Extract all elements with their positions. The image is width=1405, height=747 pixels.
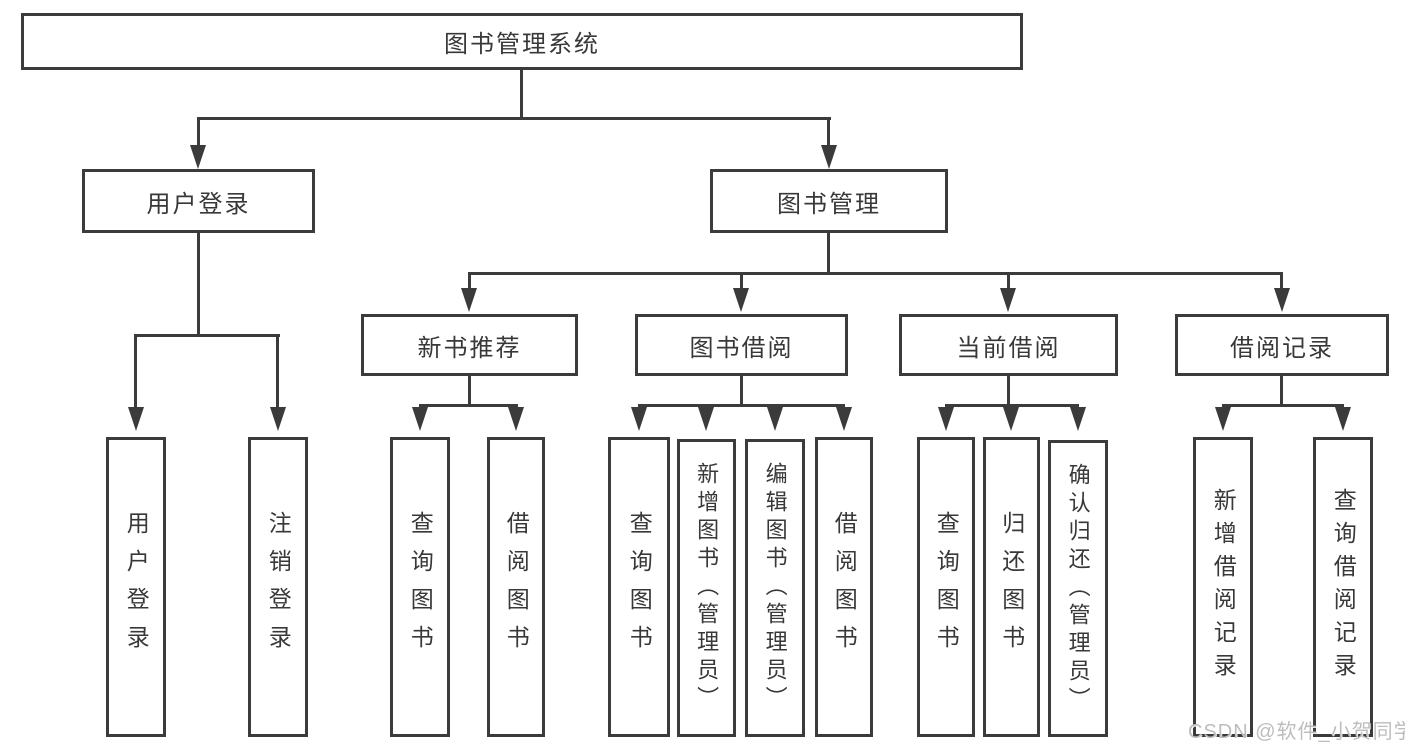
leaf-nb-borrow-books: 借阅图书 — [487, 437, 545, 737]
leaf-label: 查询图书 — [626, 511, 653, 663]
arrowhead-down-icon — [461, 288, 477, 312]
connector-borrowing-stem — [740, 376, 743, 406]
connector-userlogin-branch — [134, 334, 280, 337]
connector-bookmgmt-drop-1 — [468, 275, 471, 289]
leaf-nb-query-books: 查询图书 — [390, 437, 450, 737]
connector-current-branch — [945, 404, 1079, 407]
arrowhead-down-icon — [1000, 288, 1016, 312]
arrowhead-down-icon — [1274, 288, 1290, 312]
csdn-watermark: CSDN @软件_小贺同学 — [1188, 721, 1405, 743]
leaf-label: 查询图书 — [407, 511, 434, 663]
leaf-label: 用户登录 — [123, 511, 150, 663]
node-current-borrowing: 当前借阅 — [899, 314, 1118, 376]
arrowhead-down-icon — [1003, 407, 1019, 431]
leaf-label: 确认归还（管理员） — [1065, 462, 1091, 715]
connector-userlogin-stem — [197, 233, 200, 337]
leaf-bb-borrow-books: 借阅图书 — [815, 437, 873, 737]
leaf-cb-query-books: 查询图书 — [917, 437, 975, 737]
arrowhead-down-icon — [1215, 407, 1231, 431]
arrowhead-down-icon — [821, 145, 837, 169]
arrowhead-down-icon — [698, 407, 714, 431]
connector-userlogin-drop-right — [276, 337, 279, 408]
connector-newbook-stem — [468, 376, 471, 406]
node-root: 图书管理系统 — [21, 13, 1023, 70]
arrowhead-down-icon — [733, 288, 749, 312]
arrowhead-down-icon — [631, 407, 647, 431]
arrowhead-down-icon — [836, 407, 852, 431]
node-book-management: 图书管理 — [710, 169, 948, 233]
leaf-label: 查询图书 — [933, 511, 960, 663]
leaf-label: 新增图书（管理员） — [694, 462, 720, 714]
node-user-login: 用户登录 — [82, 169, 315, 233]
leaf-logout: 注销登录 — [248, 437, 308, 737]
leaf-user-login: 用户登录 — [106, 437, 166, 737]
connector-bookmgmt-branch — [468, 272, 1283, 275]
arrowhead-down-icon — [412, 407, 428, 431]
connector-bookmgmt-drop-4 — [1280, 275, 1283, 289]
leaf-label: 注销登录 — [265, 511, 292, 663]
connector-bookmgmt-drop-2 — [740, 275, 743, 289]
arrowhead-down-icon — [938, 407, 954, 431]
arrowhead-down-icon — [767, 407, 783, 431]
connector-records-branch — [1222, 404, 1344, 407]
arrowhead-down-icon — [128, 407, 144, 431]
arrowhead-down-icon — [190, 145, 206, 169]
leaf-label: 查询借阅记录 — [1330, 488, 1357, 686]
connector-root-branch — [197, 117, 831, 120]
arrowhead-down-icon — [508, 407, 524, 431]
leaf-br-query-record: 查询借阅记录 — [1313, 437, 1373, 737]
leaf-label: 新增借阅记录 — [1210, 488, 1237, 686]
leaf-bb-add-books-admin: 新增图书（管理员） — [677, 439, 736, 737]
connector-records-stem — [1280, 376, 1283, 406]
arrowhead-down-icon — [270, 407, 286, 431]
arrowhead-down-icon — [1070, 407, 1086, 431]
connector-userlogin-drop-left — [134, 337, 137, 408]
node-borrow-records: 借阅记录 — [1175, 314, 1389, 376]
leaf-cb-confirm-return-admin: 确认归还（管理员） — [1048, 440, 1108, 737]
leaf-label: 借阅图书 — [503, 511, 530, 663]
connector-bookmgmt-drop-3 — [1007, 275, 1010, 289]
connector-root-drop-right — [827, 120, 830, 147]
leaf-label: 归还图书 — [998, 511, 1025, 663]
arrowhead-down-icon — [1335, 407, 1351, 431]
leaf-label: 编辑图书（管理员） — [762, 462, 788, 714]
node-book-borrowing: 图书借阅 — [635, 314, 848, 376]
leaf-bb-query-books: 查询图书 — [608, 437, 670, 737]
connector-bookmgmt-stem — [827, 233, 830, 275]
node-new-book-recommend: 新书推荐 — [361, 314, 578, 376]
leaf-label: 借阅图书 — [831, 511, 858, 663]
leaf-br-add-record: 新增借阅记录 — [1193, 437, 1253, 737]
connector-root-drop-left — [197, 120, 200, 147]
connector-newbook-branch — [419, 404, 518, 407]
connector-current-stem — [1007, 376, 1010, 406]
leaf-bb-edit-books-admin: 编辑图书（管理员） — [745, 439, 805, 737]
leaf-cb-return-books: 归还图书 — [983, 437, 1040, 737]
connector-borrowing-branch — [638, 404, 845, 407]
connector-root-stem — [520, 70, 523, 118]
